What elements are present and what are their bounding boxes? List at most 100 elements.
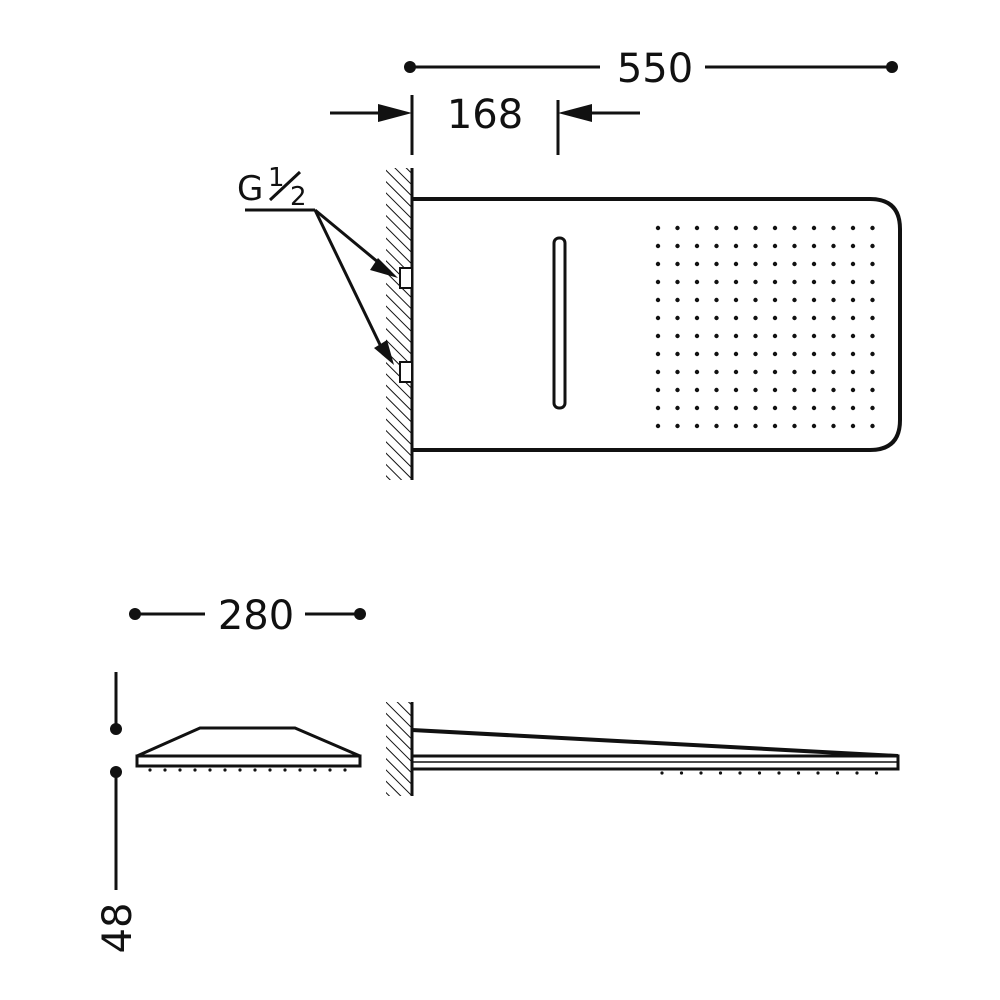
nozzle-dot xyxy=(772,225,778,231)
nozzle-dot xyxy=(792,369,797,375)
nozzle-dot xyxy=(733,315,739,321)
nozzle-dot xyxy=(835,771,840,775)
nozzle-dot xyxy=(655,225,661,231)
nozzle-dot xyxy=(811,423,817,429)
nozzle-dot xyxy=(714,261,719,267)
nozzle-dot xyxy=(772,261,778,267)
nozzle-dot xyxy=(694,387,700,393)
nozzle-dot xyxy=(238,768,242,772)
nozzle-dot xyxy=(850,279,856,285)
nozzle-dot xyxy=(208,768,212,772)
nozzle-dot xyxy=(675,387,680,393)
nozzle-dot xyxy=(850,243,856,249)
nozzle-dot xyxy=(855,771,859,775)
wall-section-side xyxy=(386,702,414,796)
waterfall-slot xyxy=(552,236,567,410)
nozzle-dot xyxy=(714,225,719,231)
nozzle-dot xyxy=(831,315,836,321)
side-view: 280 48 xyxy=(95,593,900,953)
nozzle-dot xyxy=(850,297,856,303)
nozzle-dot xyxy=(811,333,817,339)
dimension-label-168: 168 xyxy=(447,92,523,138)
nozzle-dot xyxy=(796,771,801,775)
dimension-arm-length: 168 xyxy=(330,92,640,155)
connector-inlet-upper xyxy=(399,267,413,289)
nozzle-dot xyxy=(792,387,797,393)
nozzle-dot xyxy=(733,225,739,231)
nozzle-dot xyxy=(870,387,875,393)
nozzle-dot xyxy=(283,768,287,772)
nozzle-dot xyxy=(675,351,680,357)
nozzle-dot xyxy=(753,369,758,375)
nozzle-dot xyxy=(772,333,778,339)
top-view: 550 168 G 1 2 xyxy=(237,46,902,480)
nozzle-dot xyxy=(753,243,758,249)
nozzle-dot xyxy=(714,297,719,303)
nozzle-dot xyxy=(850,351,856,357)
nozzle-dot xyxy=(714,423,719,429)
nozzle-dot xyxy=(733,261,739,267)
nozzle-dot xyxy=(253,768,257,772)
nozzle-dot xyxy=(811,261,817,267)
nozzle-dot xyxy=(753,315,758,321)
nozzle-dot xyxy=(792,261,797,267)
nozzle-dot xyxy=(831,423,836,429)
nozzle-dot xyxy=(313,768,317,772)
nozzle-dot xyxy=(655,297,661,303)
nozzle-dot xyxy=(811,351,817,357)
nozzle-dot xyxy=(655,423,661,429)
nozzle-dot xyxy=(870,297,875,303)
nozzle-dot xyxy=(850,261,856,267)
nozzle-dot xyxy=(675,243,680,249)
nozzle-dot xyxy=(772,279,778,285)
nozzle-dot xyxy=(675,225,680,231)
nozzle-dot xyxy=(694,333,700,339)
nozzle-dot xyxy=(870,243,875,249)
nozzle-dot xyxy=(753,405,758,411)
front-nozzle-row xyxy=(148,768,347,772)
nozzle-dot xyxy=(772,387,778,393)
nozzle-dot xyxy=(714,333,719,339)
nozzle-dot xyxy=(811,405,817,411)
nozzle-dot xyxy=(163,768,167,772)
nozzle-dot xyxy=(792,225,797,231)
nozzle-dot xyxy=(733,405,739,411)
nozzle-dot xyxy=(714,351,719,357)
nozzle-dot xyxy=(831,243,836,249)
nozzle-dot xyxy=(772,243,778,249)
nozzle-dot xyxy=(675,279,680,285)
nozzle-dot xyxy=(714,315,719,321)
nozzle-dot xyxy=(831,261,836,267)
nozzle-dot xyxy=(753,333,758,339)
nozzle-dot xyxy=(772,351,778,357)
nozzle-dot xyxy=(874,771,879,775)
dimension-overall-length: 550 xyxy=(404,46,898,92)
thread-numerator: 1 xyxy=(268,163,285,193)
nozzle-dot xyxy=(850,405,856,411)
nozzle-dot xyxy=(811,387,817,393)
thread-connection-label: G 1 2 xyxy=(237,163,398,365)
nozzle-dot xyxy=(831,369,836,375)
nozzle-dot xyxy=(792,279,797,285)
nozzle-dot xyxy=(870,405,875,411)
nozzle-dot xyxy=(733,297,739,303)
nozzle-dot xyxy=(655,387,661,393)
dimension-label-280: 280 xyxy=(218,593,294,639)
nozzle-dot xyxy=(811,369,817,375)
rain-nozzle-grid xyxy=(655,225,875,429)
nozzle-dot xyxy=(675,369,680,375)
thread-prefix: G xyxy=(237,169,263,209)
nozzle-dot xyxy=(718,771,723,775)
nozzle-dot xyxy=(694,315,700,321)
wall-section-top xyxy=(386,168,414,480)
nozzle-dot xyxy=(753,351,758,357)
nozzle-dot xyxy=(772,315,778,321)
nozzle-dot xyxy=(655,333,661,339)
nozzle-dot xyxy=(675,297,680,303)
nozzle-dot xyxy=(714,387,719,393)
nozzle-dot xyxy=(792,405,797,411)
nozzle-dot xyxy=(694,261,700,267)
dimension-height: 48 xyxy=(95,672,141,953)
nozzle-dot xyxy=(655,243,661,249)
